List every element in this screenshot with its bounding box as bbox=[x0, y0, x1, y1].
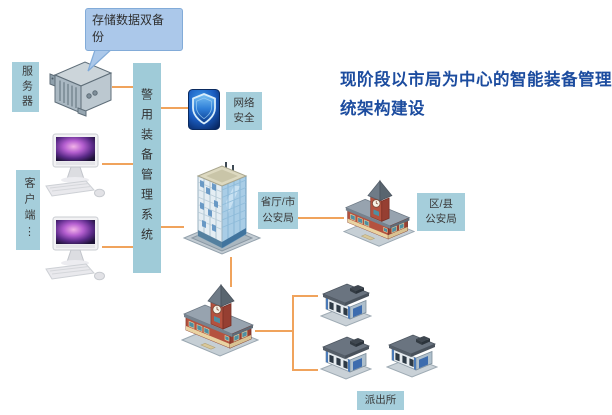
connector-bracket-bottom bbox=[292, 369, 318, 371]
client-computer-icon bbox=[44, 133, 106, 204]
callout-storage-backup: 存储数据双备 份 bbox=[85, 8, 183, 51]
police-station-building-icon-3 bbox=[385, 331, 439, 384]
district-bureau-building-icon bbox=[342, 179, 416, 254]
connector-client2-bar bbox=[102, 246, 133, 248]
page-title: 现阶段以市局为中心的智能装备管理系 统架构建设 bbox=[340, 71, 612, 118]
label-client: 客户端⋮ bbox=[16, 170, 40, 250]
label-server: 服务器 bbox=[12, 62, 39, 112]
connector-server-bar bbox=[112, 86, 133, 88]
callout-tail-icon bbox=[87, 47, 115, 72]
connector-bar-tower bbox=[161, 226, 184, 228]
city-bureau-tower-icon bbox=[182, 162, 262, 265]
network-security-shield-icon bbox=[188, 89, 220, 135]
connector-bar-shield bbox=[161, 107, 188, 109]
label-network-security: 网络 安全 bbox=[226, 92, 262, 130]
label-district-county-bureau: 区/县 公安局 bbox=[417, 193, 465, 231]
server-icon bbox=[48, 58, 116, 123]
connector-bracket-vertical bbox=[292, 295, 294, 371]
client-computer-icon-2 bbox=[44, 216, 106, 287]
police-station-building-icon-2 bbox=[319, 333, 373, 386]
connector-tower-county bbox=[230, 257, 232, 287]
county-bureau-building-icon bbox=[180, 283, 260, 364]
label-police-station: 派出所 bbox=[357, 391, 404, 410]
system-bar: 警用装备管理系统 bbox=[133, 63, 161, 273]
police-station-building-icon-1 bbox=[319, 280, 373, 333]
connector-client1-bar bbox=[102, 163, 133, 165]
connector-bracket-top bbox=[292, 295, 318, 297]
connector-county-bracket bbox=[255, 330, 293, 332]
label-provincial-city-bureau: 省厅/市 公安局 bbox=[258, 192, 298, 229]
connector-city-district bbox=[297, 217, 344, 219]
